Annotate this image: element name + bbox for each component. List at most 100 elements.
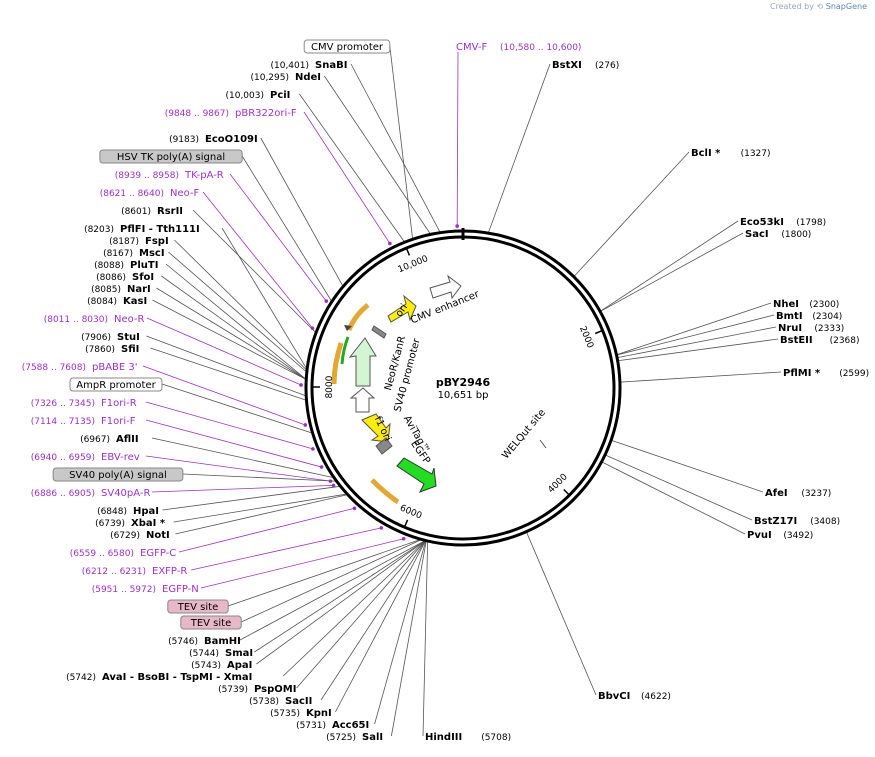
map-label: TEV site bbox=[180, 615, 242, 630]
feature-label: TEV site bbox=[190, 618, 232, 629]
leader-line bbox=[620, 371, 782, 383]
leader-line bbox=[335, 541, 426, 713]
map-label: BstEII (2368) bbox=[780, 335, 860, 346]
label-position: (8187) bbox=[109, 237, 139, 247]
label-name: AflII bbox=[116, 434, 139, 445]
map-label: PvuI(3492) bbox=[747, 530, 813, 541]
primer-arc-green bbox=[340, 336, 350, 365]
label-position: (6886 .. 6905) bbox=[31, 489, 95, 499]
label-position: (5735) bbox=[270, 709, 300, 719]
primer-arc-3 bbox=[370, 478, 400, 505]
label-name: ApaI bbox=[227, 660, 252, 671]
leader-line bbox=[145, 401, 313, 450]
feature-box bbox=[52, 467, 184, 482]
leader-line bbox=[241, 155, 332, 301]
label-position: (5744) bbox=[189, 649, 219, 659]
label-position: (2300) bbox=[809, 300, 839, 310]
primer-arc-1 bbox=[346, 303, 370, 331]
map-label: PflFI - Tth111I(8203) bbox=[84, 224, 200, 235]
plasmid-center-label: pBY2946 10,651 bp bbox=[436, 376, 491, 401]
tick-label: 10,000 bbox=[397, 254, 430, 275]
leader-line bbox=[151, 437, 333, 478]
label-name: EXFP-R bbox=[152, 566, 187, 577]
leader-line bbox=[239, 540, 425, 641]
label-name: FspI bbox=[145, 236, 169, 247]
leader-line bbox=[241, 539, 421, 623]
map-label: MscI (8167) bbox=[103, 248, 165, 259]
label-name: KasI bbox=[123, 296, 147, 307]
map-label: SacI(1800) bbox=[745, 229, 811, 240]
label-position: (2368) bbox=[830, 336, 860, 346]
label-position: (8601) bbox=[121, 207, 151, 217]
map-label: BclI *(1327) bbox=[691, 148, 771, 159]
leader-line bbox=[389, 45, 413, 239]
label-position: (5731) bbox=[296, 721, 326, 731]
primer-marker bbox=[299, 383, 303, 387]
leader-line bbox=[456, 51, 459, 227]
map-label: Acc65I(5731) bbox=[296, 720, 369, 731]
plasmid-name: pBY2946 bbox=[436, 376, 491, 389]
label-name: EcoO109I bbox=[205, 134, 258, 145]
leader-line bbox=[282, 540, 425, 677]
label-position: (5739) bbox=[218, 685, 248, 695]
label-name: PciI bbox=[270, 90, 290, 101]
leader-line bbox=[618, 338, 779, 362]
leader-line bbox=[611, 440, 764, 493]
label-name: CMV-F bbox=[456, 42, 487, 53]
label-name: MscI bbox=[139, 248, 165, 259]
label-position: (2333) bbox=[814, 324, 844, 334]
label-name: SmaI bbox=[225, 648, 253, 659]
tick-label: 8000 bbox=[325, 375, 335, 398]
leader-line bbox=[146, 335, 306, 397]
egfp-arrow bbox=[396, 457, 437, 493]
map-label: PciI(10,003) bbox=[225, 90, 290, 101]
label-position: (9183) bbox=[169, 135, 199, 145]
map-label: BmtI(2304) bbox=[776, 311, 842, 322]
leader-line bbox=[422, 541, 429, 737]
label-position: (3237) bbox=[801, 489, 831, 499]
label-name: PvuI bbox=[747, 530, 772, 541]
leader-line bbox=[229, 173, 327, 302]
label-position: (2599) bbox=[839, 369, 869, 379]
snapgene-watermark: Created by ⟲ SnapGene bbox=[770, 2, 867, 11]
label-name: BclI * bbox=[691, 148, 721, 159]
feature-label: CMV promoter bbox=[311, 42, 384, 53]
label-name: SnaBI bbox=[315, 60, 347, 71]
label-name: HpaI bbox=[133, 506, 159, 517]
label-name: BmtI bbox=[776, 311, 803, 322]
label-name: BstZ17I bbox=[754, 516, 797, 527]
label-position: (8203) bbox=[84, 225, 114, 235]
leader-line bbox=[202, 191, 313, 329]
map-label: AflII(6967) bbox=[80, 434, 139, 445]
map-label: SnaBI (10,401) bbox=[270, 60, 347, 71]
leader-line bbox=[146, 317, 302, 386]
map-label: HSV TK poly(A) signal bbox=[99, 149, 243, 164]
label-position: (8167) bbox=[103, 249, 133, 259]
label-position: (8088) bbox=[94, 261, 124, 271]
leader-line bbox=[221, 227, 307, 369]
label-name: Neo-F bbox=[170, 188, 200, 199]
label-name: EBV-rev bbox=[101, 452, 140, 463]
leader-line bbox=[151, 484, 334, 493]
leader-line bbox=[374, 541, 426, 725]
map-label: StuI(7906) bbox=[81, 332, 140, 343]
leader-line bbox=[145, 455, 331, 482]
leader-line bbox=[175, 494, 347, 535]
leader-line bbox=[190, 527, 382, 571]
label-position: (6848) bbox=[97, 507, 127, 517]
label-name: NotI bbox=[146, 530, 170, 541]
feature-label: AmpR promoter bbox=[76, 380, 156, 391]
label-position: (5708) bbox=[481, 733, 511, 743]
label-name: F1ori-F bbox=[101, 416, 136, 427]
map-label: SV40pA-R(6886 .. 6905) bbox=[31, 488, 151, 499]
map-label: XbaI *(6739) bbox=[95, 518, 166, 529]
leader-line bbox=[574, 151, 690, 277]
leader-line bbox=[303, 111, 391, 244]
label-position: (10,401) bbox=[270, 61, 309, 71]
label-position: (5738) bbox=[249, 697, 279, 707]
map-label: SfoI(8086) bbox=[96, 272, 154, 283]
map-label: pBR322ori-F(9848 .. 9867) bbox=[165, 108, 297, 119]
label-name: BstEII bbox=[780, 335, 813, 346]
primer-marker bbox=[331, 483, 336, 488]
